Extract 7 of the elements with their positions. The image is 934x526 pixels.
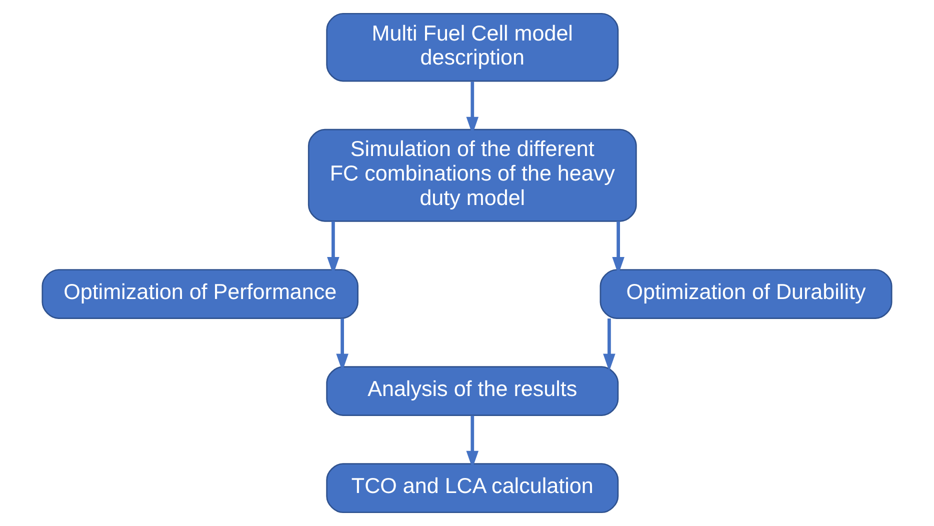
- node-box: Multi Fuel Cell model description: [326, 12, 619, 82]
- node-box: TCO and LCA calculation: [326, 463, 619, 514]
- node-box: Simulation of the different FC combinations of the heavy duty model: [308, 128, 637, 222]
- node-box: Analysis of the results: [326, 366, 619, 416]
- node-box: Optimization of Performance: [42, 269, 358, 319]
- arrow: [603, 318, 616, 372]
- node-box: Optimization of Durability: [600, 269, 892, 319]
